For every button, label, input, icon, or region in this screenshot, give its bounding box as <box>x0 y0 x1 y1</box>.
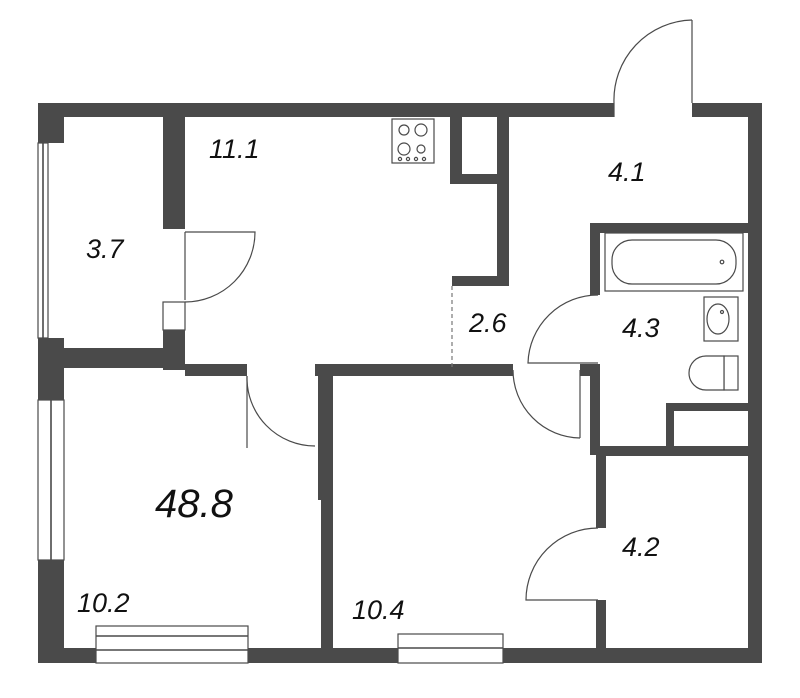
total-area-label: 48.8 <box>155 482 234 526</box>
living-room-door <box>246 375 316 448</box>
sink-icon <box>703 296 739 342</box>
doors <box>162 19 693 601</box>
living-room-window <box>95 625 249 664</box>
bathroom-door <box>527 294 599 364</box>
entrance-door <box>613 19 693 117</box>
corridor-area-label: 2.6 <box>468 308 508 338</box>
walls <box>38 103 762 663</box>
storage-area-label: 4.2 <box>622 532 660 562</box>
entrance-hall-area-label: 4.1 <box>608 157 646 187</box>
stove-icon <box>391 118 435 164</box>
toilet-icon <box>688 355 739 391</box>
balcony-door <box>162 231 256 331</box>
living-room-area-label: 10.2 <box>77 588 130 618</box>
bedroom-area-label: 10.4 <box>352 595 405 625</box>
storage-door <box>525 527 599 601</box>
balcony-area-label: 3.7 <box>86 234 125 264</box>
room-labels: 11.1 3.7 4.1 2.6 4.3 48.8 10.2 10.4 4.2 <box>77 134 660 625</box>
kitchen-area-label: 11.1 <box>209 134 260 164</box>
bathtub-icon <box>604 232 744 292</box>
windows <box>37 142 504 664</box>
bathroom-area-label: 4.3 <box>622 313 660 343</box>
bedroom-door <box>512 369 581 439</box>
